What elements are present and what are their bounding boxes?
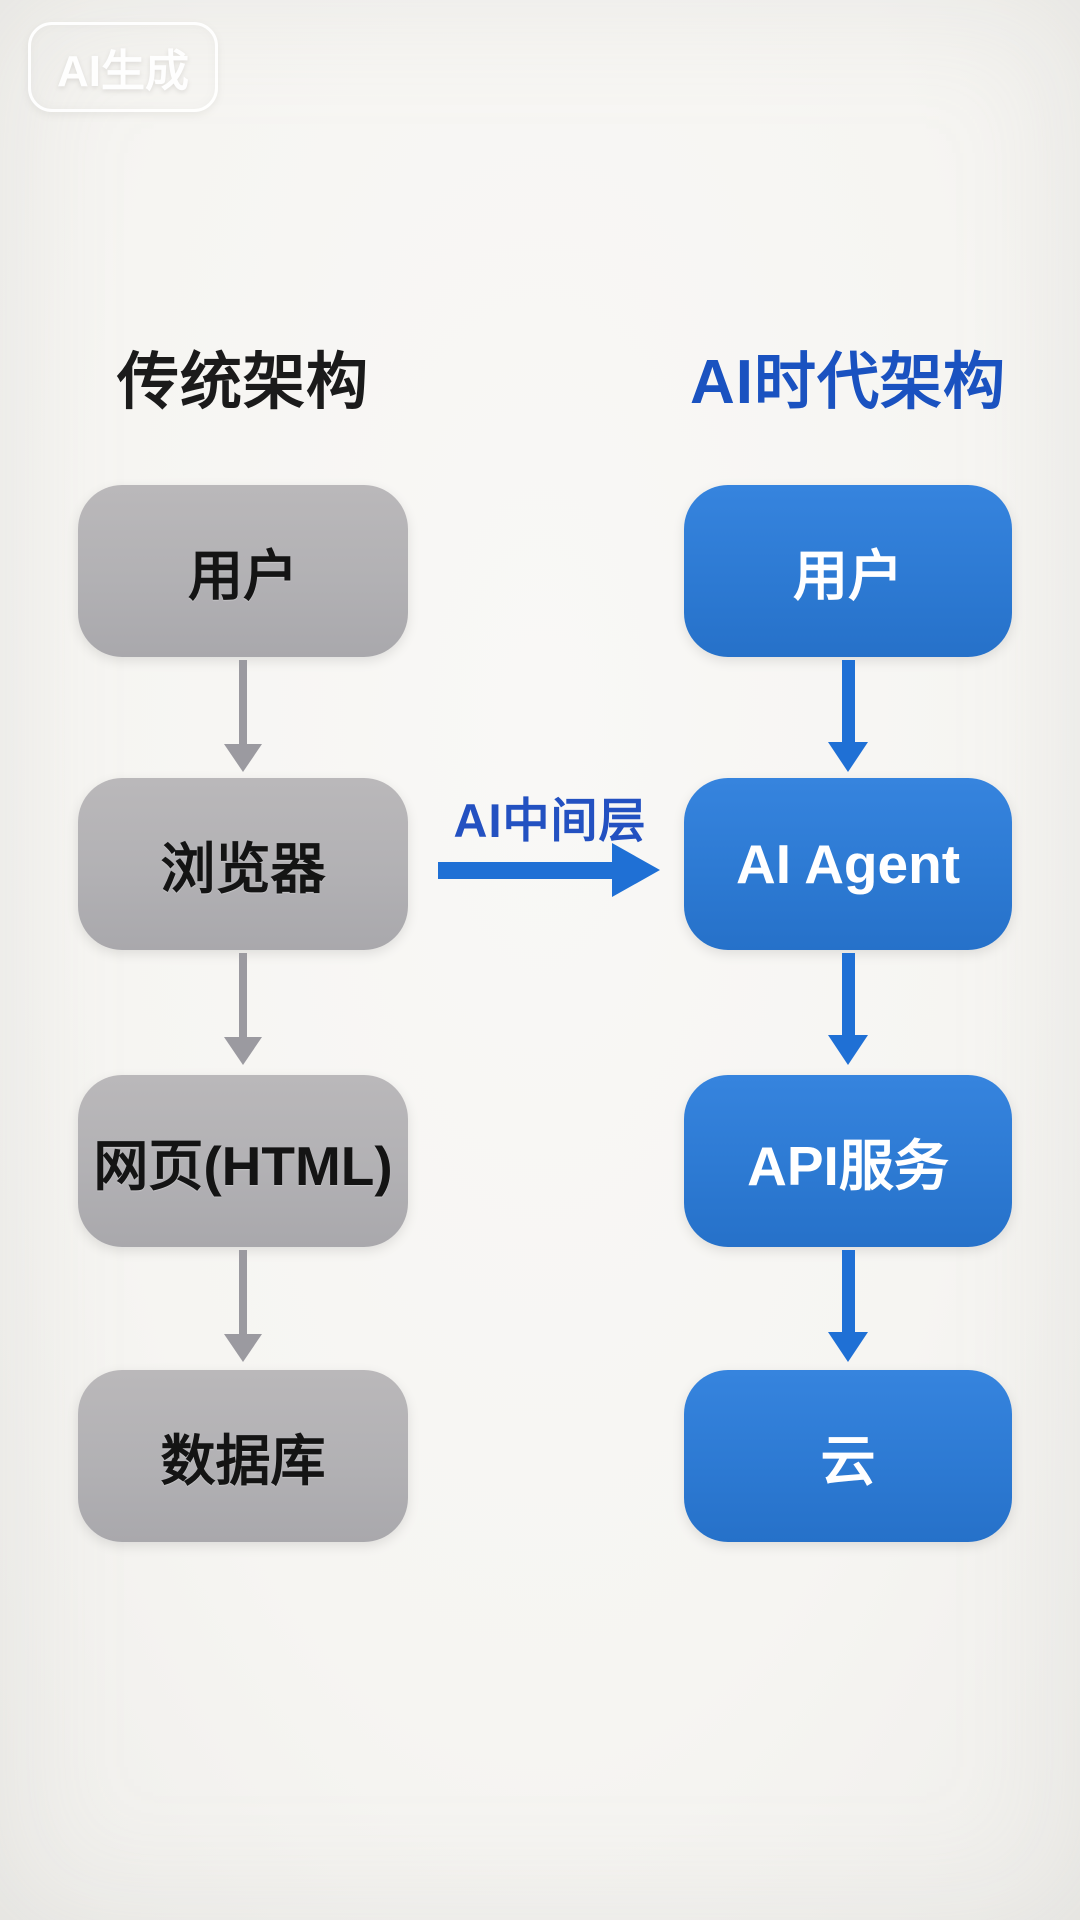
node-browser: 浏览器: [78, 778, 408, 950]
traditional-architecture-title: 传统架构: [116, 348, 369, 417]
down-arrow-ai-3: [826, 1250, 870, 1362]
ai-generated-watermark-label: AI生成: [57, 47, 189, 96]
arrow-shaft: [841, 1250, 855, 1332]
node-label: 网页(HTML): [93, 1135, 393, 1197]
arrow-shaft: [239, 660, 247, 744]
node-label: API服务: [747, 1135, 949, 1197]
arrow-head-icon: [828, 1035, 868, 1065]
node-cloud: 云: [684, 1370, 1012, 1542]
arrow-shaft: [239, 1250, 247, 1334]
node-webpage-html: 网页(HTML): [78, 1075, 408, 1247]
arrow-shaft: [841, 660, 855, 742]
node-user-ai: 用户: [684, 485, 1012, 657]
node-label: 用户: [792, 545, 903, 607]
down-arrow-traditional-2: [221, 953, 265, 1065]
ai-era-architecture-title: AI时代架构: [689, 348, 1006, 417]
node-label: 数据库: [160, 1430, 326, 1492]
node-api-service: API服务: [684, 1075, 1012, 1247]
down-arrow-ai-2: [826, 953, 870, 1065]
ai-middle-layer-label: AI中间层: [453, 794, 647, 847]
node-user-traditional: 用户: [78, 485, 408, 657]
arrow-shaft: [438, 861, 612, 879]
node-label: 用户: [187, 545, 298, 607]
arrow-head-icon: [828, 742, 868, 772]
arrow-head-icon: [224, 1037, 262, 1065]
arrow-head-icon: [828, 1332, 868, 1362]
arrow-shaft: [841, 953, 855, 1035]
arrow-head-icon: [612, 843, 660, 897]
ai-generated-watermark: AI生成: [28, 22, 218, 112]
node-label: AI Agent: [735, 833, 961, 895]
down-arrow-traditional-3: [221, 1250, 265, 1362]
node-ai-agent: AI Agent: [684, 778, 1012, 950]
down-arrow-traditional-1: [221, 660, 265, 772]
node-label: 浏览器: [160, 838, 326, 900]
arrow-head-icon: [224, 744, 262, 772]
arrow-head-icon: [224, 1334, 262, 1362]
down-arrow-ai-1: [826, 660, 870, 772]
arrow-shaft: [239, 953, 247, 1037]
node-label: 云: [820, 1430, 876, 1492]
node-database: 数据库: [78, 1370, 408, 1542]
right-arrow-ai-middle-layer: [438, 843, 660, 897]
